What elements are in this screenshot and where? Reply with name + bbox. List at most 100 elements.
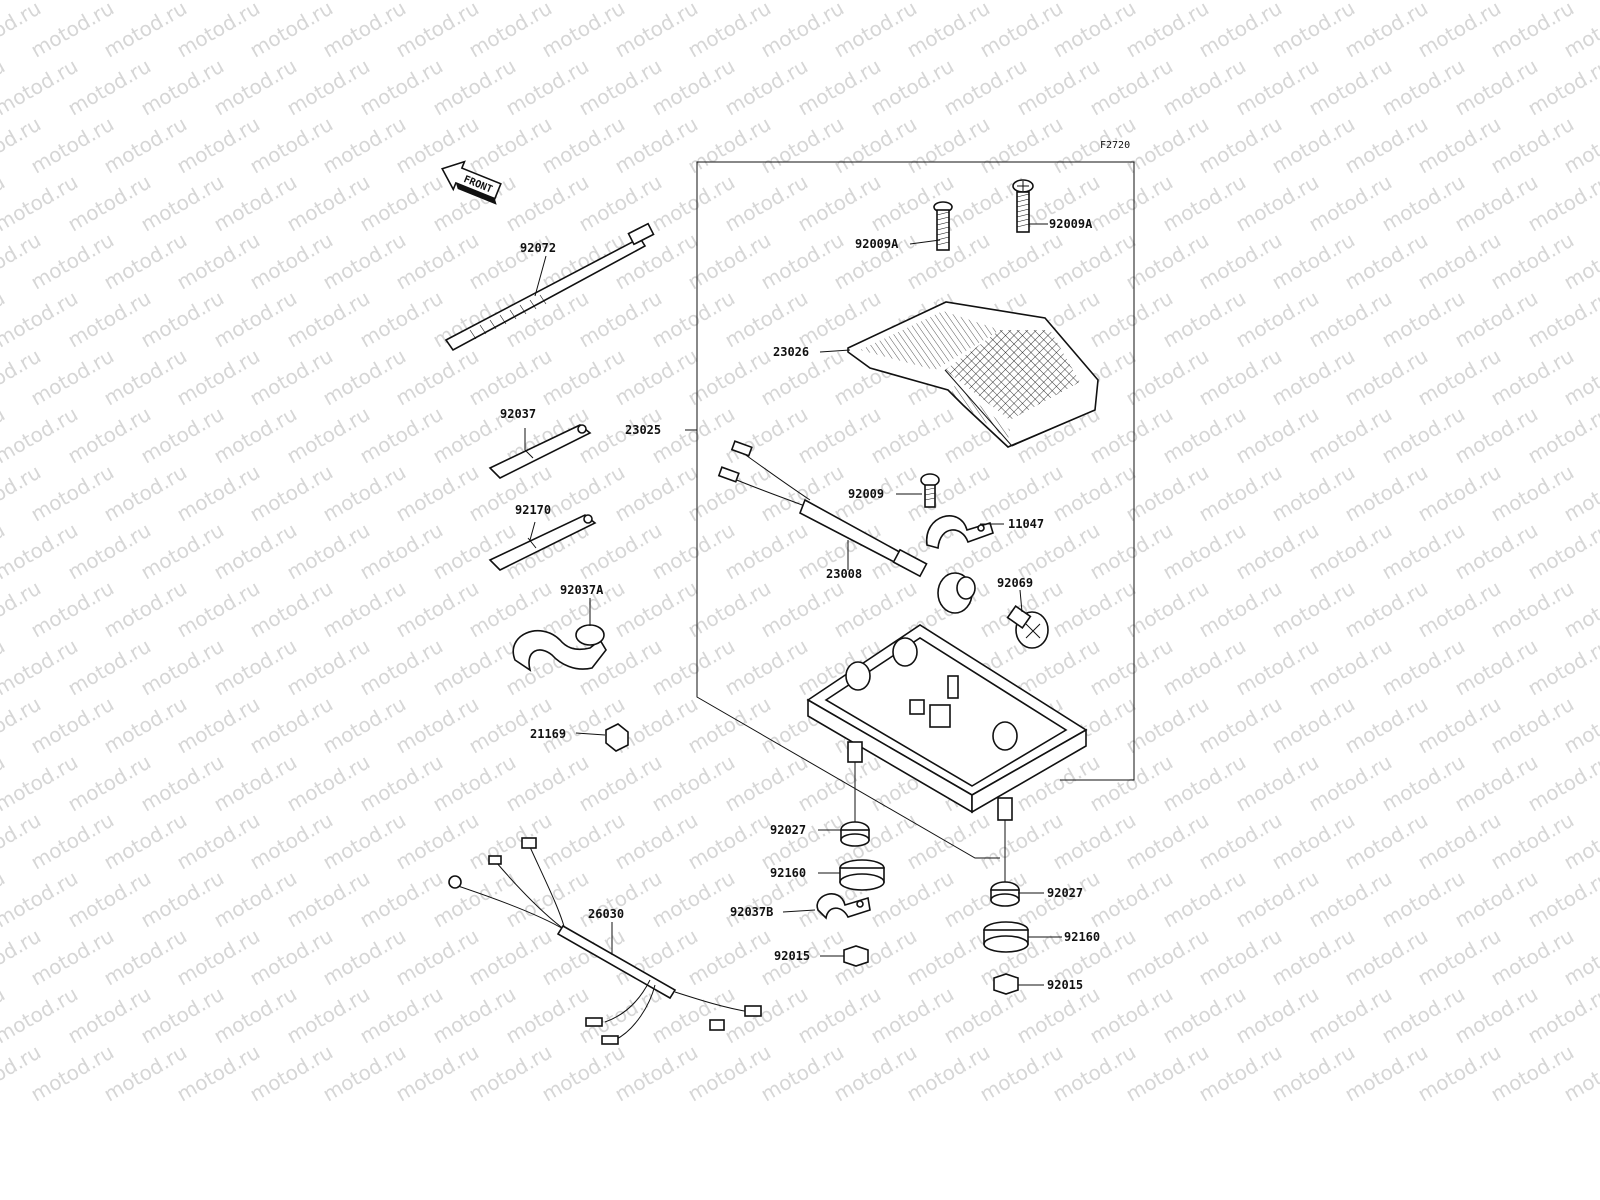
watermark-text: motod.ru bbox=[392, 228, 483, 295]
watermark-text: motod.ru bbox=[1305, 634, 1396, 701]
watermark-text: motod.ru bbox=[137, 750, 228, 817]
label-92072: 92072 bbox=[520, 241, 556, 255]
clamp-11047 bbox=[926, 515, 994, 550]
watermark-text: motod.ru bbox=[1232, 170, 1323, 237]
watermark-text: motod.ru bbox=[648, 634, 739, 701]
watermark-text: motod.ru bbox=[356, 170, 447, 237]
watermark-text: motod.ru bbox=[1232, 286, 1323, 353]
watermark-text: motod.ru bbox=[1487, 924, 1578, 991]
watermark-text: motod.ru bbox=[27, 112, 118, 179]
watermark-text: motod.ru bbox=[210, 866, 301, 933]
watermark-text: motod.ru bbox=[429, 54, 520, 121]
watermark-text: motod.ru bbox=[283, 866, 374, 933]
watermark-text: motod.ru bbox=[356, 750, 447, 817]
screw-92009A-right bbox=[1012, 179, 1034, 233]
watermark-text: motod.ru bbox=[64, 634, 155, 701]
watermark-text: motod.ru bbox=[1122, 1040, 1213, 1107]
watermark-text: motod.ru bbox=[1086, 170, 1177, 237]
watermark-text: motod.ru bbox=[1159, 518, 1250, 585]
watermark-text: motod.ru bbox=[903, 808, 994, 875]
watermark-text: motod.ru bbox=[611, 112, 702, 179]
watermark-text: motod.ru bbox=[1122, 112, 1213, 179]
watermark-text: motod.ru bbox=[757, 576, 848, 643]
watermark-text: motod.ru bbox=[429, 750, 520, 817]
label-92170: 92170 bbox=[515, 503, 551, 517]
watermark-text: motod.ru bbox=[1232, 518, 1323, 585]
label-21169: 21169 bbox=[530, 727, 566, 741]
watermark-text: motod.ru bbox=[1414, 344, 1505, 411]
watermark-text: motod.ru bbox=[392, 344, 483, 411]
watermark-text: motod.ru bbox=[1305, 54, 1396, 121]
watermark-text: motod.ru bbox=[392, 460, 483, 527]
watermark-text: motod.ru bbox=[319, 692, 410, 759]
watermark-text: motod.ru bbox=[210, 402, 301, 469]
watermark-text: motod.ru bbox=[575, 286, 666, 353]
watermark-text: motod.ru bbox=[173, 924, 264, 991]
watermark-text: motod.ru bbox=[575, 866, 666, 933]
watermark-text: motod.ru bbox=[356, 866, 447, 933]
watermark-text: motod.ru bbox=[210, 518, 301, 585]
watermark-text: motod.ru bbox=[1451, 286, 1542, 353]
watermark-text: motod.ru bbox=[1341, 460, 1432, 527]
watermark-text: motod.ru bbox=[64, 518, 155, 585]
watermark-text: motod.ru bbox=[1341, 576, 1432, 643]
watermark-text: motod.ru bbox=[1232, 634, 1323, 701]
watermark-text: motod.ru bbox=[100, 808, 191, 875]
watermark-text: motod.ru bbox=[1086, 518, 1177, 585]
watermark-text: motod.ru bbox=[757, 1040, 848, 1107]
nut-21169 bbox=[605, 723, 629, 752]
watermark-text: motod.ru bbox=[1378, 518, 1469, 585]
watermark-text: motod.ru bbox=[173, 112, 264, 179]
watermark-text: motod.ru bbox=[1232, 54, 1323, 121]
watermark-text: motod.ru bbox=[940, 54, 1031, 121]
watermark-text: motod.ru bbox=[356, 518, 447, 585]
watermark-text: motod.ru bbox=[1341, 692, 1432, 759]
watermark-text: motod.ru bbox=[0, 0, 82, 4]
watermark-text: motod.ru bbox=[137, 402, 228, 469]
watermark-text: motod.ru bbox=[903, 112, 994, 179]
watermark-text: motod.ru bbox=[1414, 576, 1505, 643]
watermark-text: motod.ru bbox=[684, 1040, 775, 1107]
watermark-text: motod.ru bbox=[648, 170, 739, 237]
label-11047: 11047 bbox=[1008, 517, 1044, 531]
watermark-text: motod.ru bbox=[1305, 286, 1396, 353]
watermark-text: motod.ru bbox=[1378, 54, 1469, 121]
label-92160-left: 92160 bbox=[770, 866, 806, 880]
watermark-text: motod.ru bbox=[1451, 402, 1542, 469]
watermark-text: motod.ru bbox=[283, 54, 374, 121]
watermark-text: motod.ru bbox=[1414, 1040, 1505, 1107]
cable-tie-92072 bbox=[444, 222, 655, 352]
watermark-text: motod.ru bbox=[1378, 866, 1469, 933]
watermark-text: motod.ru bbox=[1159, 982, 1250, 1049]
watermark-text: motod.ru bbox=[538, 1040, 629, 1107]
watermark-text: motod.ru bbox=[210, 54, 301, 121]
watermark-text: motod.ru bbox=[173, 576, 264, 643]
watermark-text: motod.ru bbox=[64, 286, 155, 353]
watermark-text: motod.ru bbox=[830, 1040, 921, 1107]
watermark-text: motod.ru bbox=[1195, 576, 1286, 643]
watermark-text: motod.ru bbox=[1451, 54, 1542, 121]
watermark-text: motod.ru bbox=[502, 54, 593, 121]
label-92009: 92009 bbox=[848, 487, 884, 501]
watermark-text: motod.ru bbox=[1341, 112, 1432, 179]
label-92037: 92037 bbox=[500, 407, 536, 421]
watermark-text: motod.ru bbox=[1487, 112, 1578, 179]
watermark-text: motod.ru bbox=[137, 170, 228, 237]
watermark-text: motod.ru bbox=[1195, 228, 1286, 295]
watermark-text: motod.ru bbox=[465, 344, 556, 411]
watermark-text: motod.ru bbox=[648, 518, 739, 585]
grommet-stack-left bbox=[816, 762, 885, 967]
watermark-text: motod.ru bbox=[757, 112, 848, 179]
watermark-text: motod.ru bbox=[246, 924, 337, 991]
watermark-text: motod.ru bbox=[100, 460, 191, 527]
front-arrow-icon: FRONT bbox=[441, 160, 502, 205]
watermark-text: motod.ru bbox=[27, 460, 118, 527]
grommet-stack-right bbox=[983, 820, 1029, 995]
watermark-text: motod.ru bbox=[465, 228, 556, 295]
watermark-text: motod.ru bbox=[429, 634, 520, 701]
watermark-text: motod.ru bbox=[1086, 750, 1177, 817]
watermark-text: motod.ru bbox=[356, 54, 447, 121]
label-23008: 23008 bbox=[826, 567, 862, 581]
sub-harness-26030 bbox=[448, 837, 762, 1045]
watermark-text: motod.ru bbox=[1086, 286, 1177, 353]
